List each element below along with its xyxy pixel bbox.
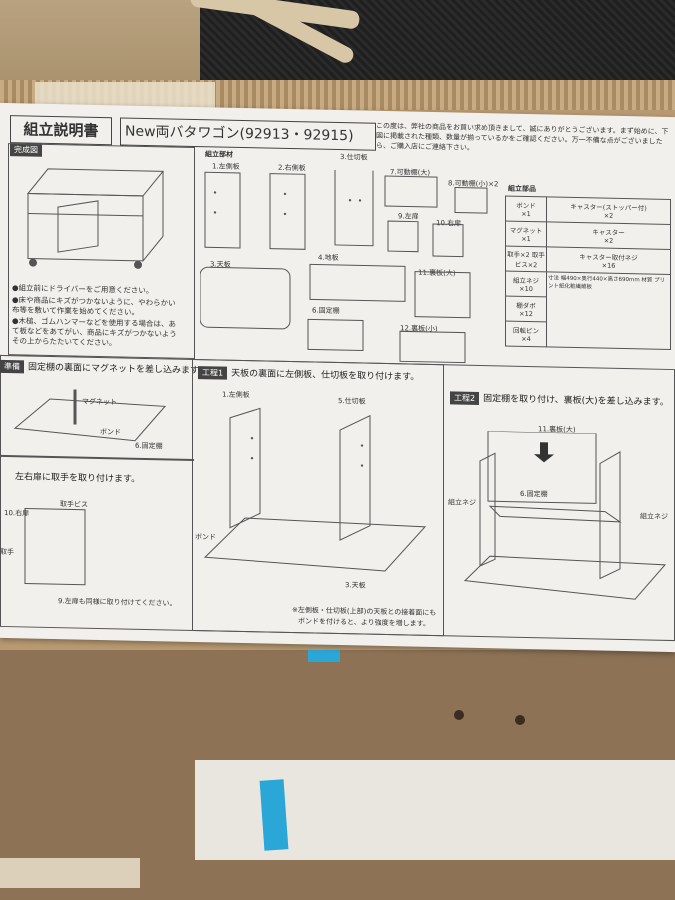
- step1-illustration: [203, 407, 427, 572]
- hardware-caster-screw: キャスター取付ネジ×16: [546, 246, 671, 275]
- hardware-pivot-pin: 回転ピン×4: [505, 321, 547, 347]
- hardware-handle: 取手×2 取手ビス×2: [505, 246, 547, 272]
- handle-text: 左右扉に取手を取り付けます。: [15, 472, 141, 485]
- hardware-spec-note: 寸法 幅490×奥行440×高さ690mm 材質 プリント紙化粧繊維板: [546, 271, 671, 350]
- screw-hole: [454, 710, 464, 720]
- wagon-illustration: [26, 168, 165, 269]
- hardware-table: ボンド×1 キャスター(ストッパー付)×2 マグネット×1 キャスター×2 取手…: [505, 196, 671, 350]
- prep-shelf-label: 6.固定棚: [135, 441, 163, 451]
- hardware-bond-name: ボンド×1: [505, 196, 547, 222]
- step1-tag: 工程1: [198, 366, 228, 380]
- prep-illustration: [13, 389, 167, 442]
- hardware-label: 組立部品: [508, 184, 536, 194]
- prep-magnet-label: マグネット: [82, 397, 117, 407]
- bullet-2: ●床や商品にキズがつかないように、やわらかい布等を敷いて作業を始めてください。: [12, 295, 176, 317]
- hardware-magnet: マグネット×1: [505, 221, 547, 247]
- prep-bond-label: ボンド: [100, 428, 121, 437]
- hardware-dowel: 棚ダボ×12: [505, 296, 547, 322]
- manual-title: 組立説明書: [10, 115, 112, 146]
- notice-text: この度は、弊社の商品をお買い求め頂きまして、誠にありがとうございます。まず始めに…: [376, 121, 669, 152]
- step2-tag: 工程2: [450, 391, 480, 405]
- hardware-caster: キャスター×2: [546, 221, 671, 250]
- blue-tag: [308, 650, 340, 662]
- hardware-caster-stop: キャスター(ストッパー付)×2: [546, 196, 671, 225]
- step2-illustration: [463, 430, 667, 600]
- bullet-3: ●木槌、ゴムハンマーなどを使用する場合は、あて板などをあてがい、商品にキズがつか…: [12, 316, 177, 348]
- prep-tag: 準備: [0, 359, 24, 374]
- part-divider: 3.仕切板: [340, 153, 368, 162]
- blue-tag: [259, 779, 289, 851]
- parts-illustration: [200, 167, 488, 364]
- instruction-sheet: 組立説明書 New両バタワゴン(92913・92915) この度は、弊社の商品を…: [0, 102, 675, 653]
- packing-tape: [0, 858, 140, 888]
- parts-label: 組立部材: [205, 150, 233, 159]
- handle-screw-label: 取手ビス: [60, 500, 88, 509]
- handle-door-label: 10.右扉: [4, 509, 30, 518]
- screw-hole: [515, 715, 525, 725]
- handle-grip-label: 取手: [0, 547, 14, 557]
- handle-illustration: [24, 507, 86, 586]
- hardware-assembly-screw: 組立ネジ×10: [505, 271, 547, 297]
